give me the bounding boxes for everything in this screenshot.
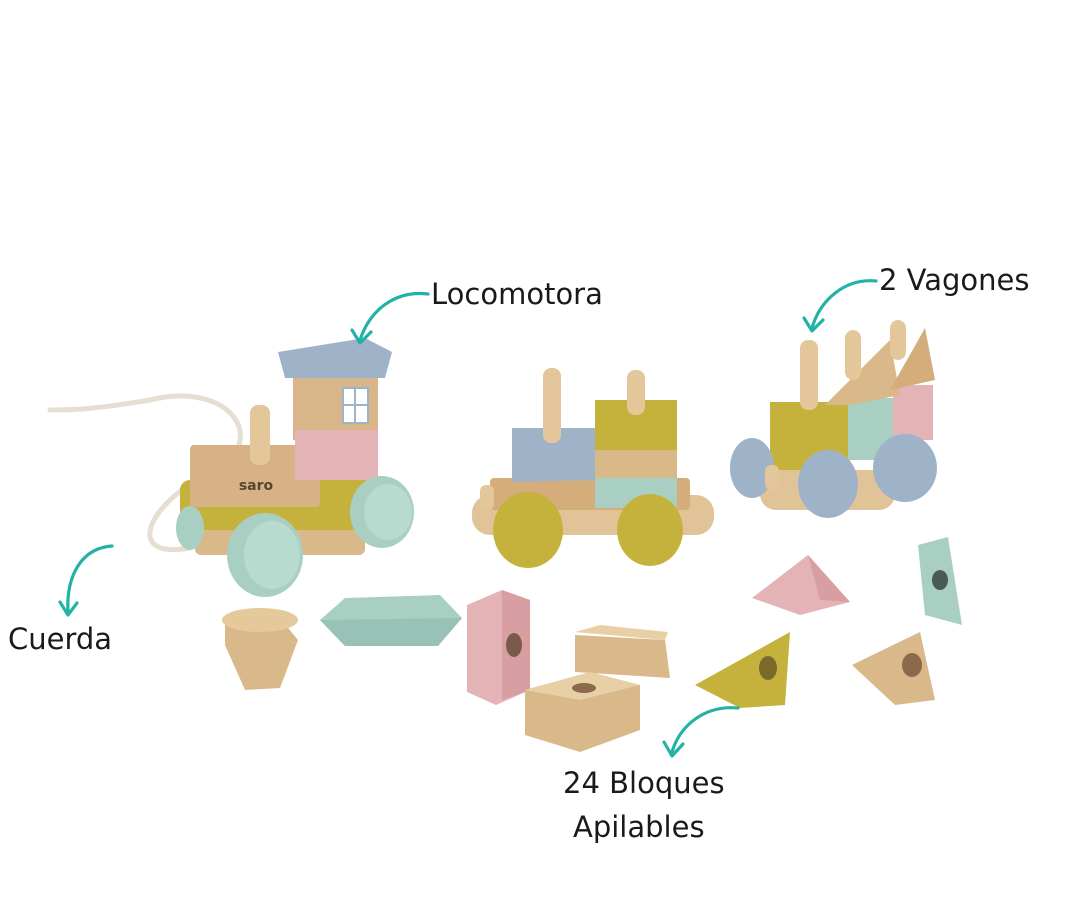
- wagon-2: [730, 320, 937, 518]
- locomotive: saro: [176, 338, 414, 597]
- label-rope: Cuerda: [8, 622, 113, 656]
- loose-blocks: [222, 537, 962, 752]
- label-locomotive: Locomotora: [431, 277, 603, 311]
- wagon-1: [472, 368, 714, 568]
- label-blocks-line2: Apilables: [573, 810, 705, 844]
- rope: [47, 393, 243, 552]
- brand-stamp: saro: [239, 478, 274, 494]
- label-wagons: 2 Vagones: [879, 263, 1030, 297]
- label-blocks-line1: 24 Bloques: [563, 766, 725, 800]
